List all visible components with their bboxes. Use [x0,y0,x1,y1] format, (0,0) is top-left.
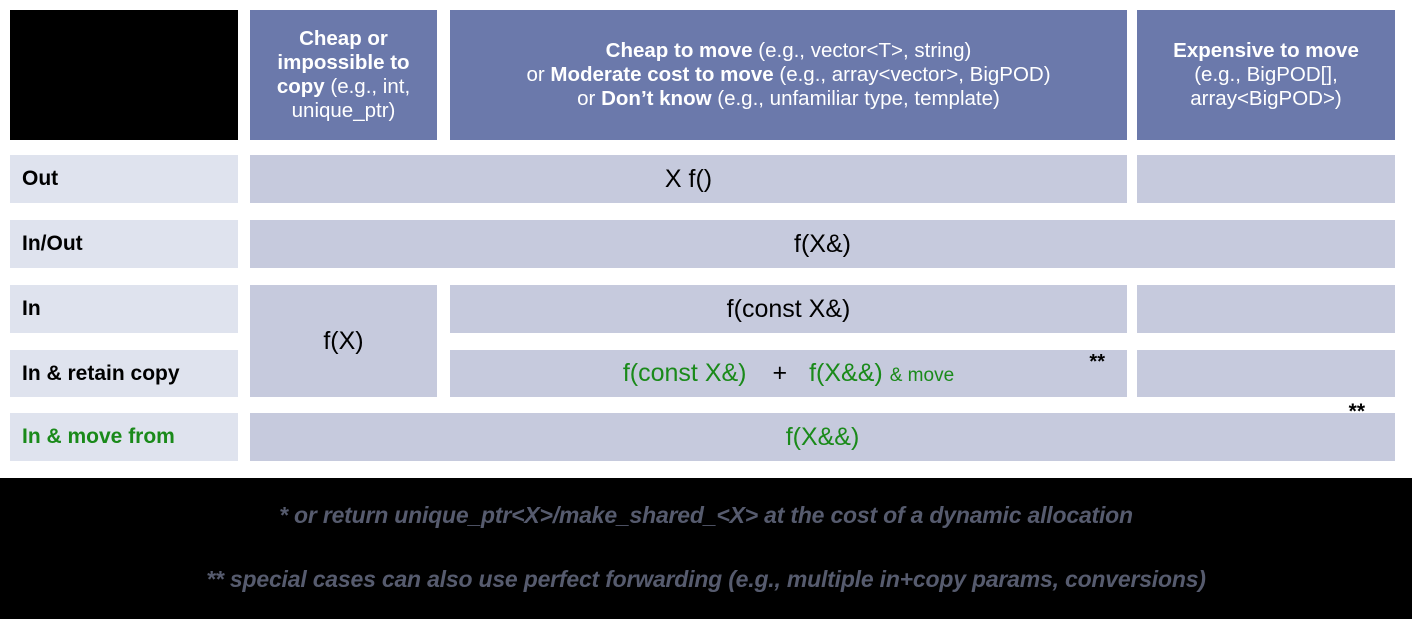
header-line-rest: (e.g., vector<T>, string) [752,39,972,63]
header-cheap-or-impossible-to-copy: Cheap or impossible to copy (e.g., int, … [250,10,437,140]
parameter-passing-table: Cheap or impossible to copy (e.g., int, … [0,0,1412,478]
cell-in-expensive [1137,285,1395,333]
header-line-rest: (e.g., BigPOD[], [1194,63,1338,87]
signature-in-out: f(X&) [794,229,851,258]
signature-move-from: f(X&&) [785,422,860,451]
footnotes-panel: * or return unique_ptr<X>/make_shared_<X… [0,478,1412,619]
header-line-bold: Moderate cost to move [550,63,774,87]
footnote-double-star: ** special cases can also use perfect fo… [206,566,1206,592]
footnote-marker-double-star: ** [1348,400,1365,423]
header-line-rest: (e.g., unfamiliar type, template) [711,86,1000,110]
header-line-prefix: or [577,86,602,110]
header-line-bold: Cheap to move [605,39,753,63]
footnote-marker-double-star: ** [1089,351,1105,373]
row-label-in-out: In/Out [10,220,238,268]
cell-in-cheap-to-move: f(const X&) [450,285,1127,333]
cell-in-cheap-copy-fx: f(X) [250,285,437,397]
header-line-bold: copy [276,75,325,98]
cell-out-cheap-and-moveable: X f() [250,155,1127,203]
header-line-bold: Expensive to move [1173,39,1359,63]
header-line-rest: (e.g., int, [324,75,411,98]
signature-retain-const-ref: f(const X&) [622,359,747,387]
header-line-bold: Don’t know [601,86,712,110]
signature-group-retain-copy: f(const X&) + f(X&&) & move [623,359,954,388]
cell-in-retain-copy-cheap-to-move: f(const X&) + f(X&&) & move ** [450,350,1127,397]
row-label-out: Out [10,155,238,203]
signature-out: X f() [664,164,713,193]
row-label-in: In [10,285,238,333]
header-line-bold: impossible to [277,51,410,75]
cell-in-move-from-all: f(X&&) ** [250,401,1395,461]
table-corner-block [10,10,238,140]
header-line-prefix: or [526,63,551,87]
cell-in-out-all: f(X&) [250,220,1395,268]
header-line-rest: array<BigPOD>) [1190,86,1342,110]
header-line-rest: unique_ptr) [291,98,396,122]
header-line-rest: (e.g., array<vector>, BigPOD) [773,63,1051,87]
signature-and-move-note: & move [889,365,955,386]
header-cheap-to-move: Cheap to move (e.g., vector<T>, string) … [450,10,1127,140]
cell-in-retain-copy-expensive [1137,350,1395,397]
footnote-single-star: * or return unique_ptr<X>/make_shared_<X… [279,502,1133,528]
signature-plus-operator: + [772,359,788,387]
header-line-bold: Cheap or [299,27,388,51]
signature-f-of-x: f(X) [323,326,364,355]
header-expensive-to-move: Expensive to move (e.g., BigPOD[], array… [1137,10,1395,140]
cell-out-expensive [1137,155,1395,203]
signature-in-const-ref: f(const X&) [726,294,851,323]
row-label-in-retain-copy: In & retain copy [10,350,238,397]
signature-retain-rvalue-ref: f(X&&) [809,359,883,387]
row-label-in-move-from: In & move from [10,413,238,461]
